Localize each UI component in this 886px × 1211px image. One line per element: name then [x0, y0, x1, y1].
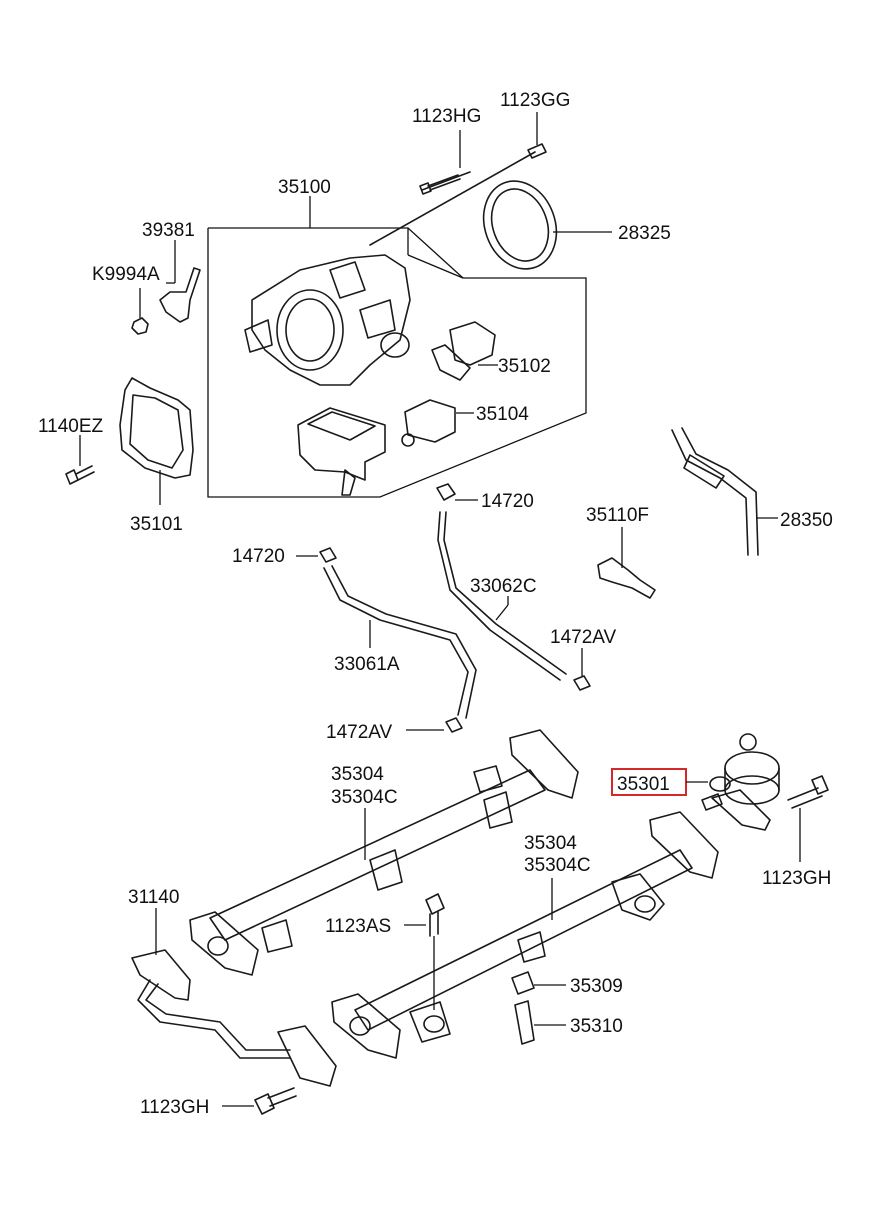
- clamp-14720-upper: [436, 483, 478, 501]
- seal-ring-28325: [482, 180, 612, 270]
- label-35304-upper: 35304: [331, 764, 384, 785]
- label-35310: 35310: [570, 1016, 623, 1037]
- clamp-14720-left: [296, 547, 337, 563]
- label-35309: 35309: [570, 976, 623, 997]
- bolt-1123HG: [419, 130, 471, 195]
- label-1123GG: 1123GG: [500, 90, 570, 111]
- clamp-1472AV-right: [573, 648, 591, 691]
- fuel-rail-upper-35304: [189, 729, 579, 976]
- label-35102: 35102: [498, 356, 551, 377]
- label-28350: 28350: [780, 510, 833, 531]
- clamp-1472AV-left: [406, 717, 463, 733]
- label-35100: 35100: [278, 177, 331, 198]
- idle-speed-actuator-35104: [297, 399, 474, 496]
- label-33062C: 33062C: [470, 576, 537, 597]
- label-39381: 39381: [142, 220, 195, 241]
- label-14720-upper: 14720: [481, 491, 534, 512]
- label-14720-left: 14720: [232, 546, 285, 567]
- bracket-39381: [159, 240, 201, 323]
- label-1123GH-bottom: 1123GH: [140, 1097, 209, 1118]
- clip-35110F: [597, 527, 656, 599]
- label-31140: 31140: [128, 887, 179, 908]
- gasket-35101: [119, 377, 194, 505]
- label-1140EZ: 1140EZ: [38, 416, 104, 437]
- label-35104: 35104: [476, 404, 529, 425]
- label-33061A: 33061A: [334, 654, 400, 675]
- throttle-body-35100: [244, 196, 411, 386]
- clip-35309: [511, 971, 566, 995]
- label-35110F: 35110F: [586, 505, 649, 526]
- label-35304-lower: 35304: [524, 833, 577, 854]
- injector-35310: [514, 1000, 566, 1045]
- label-35301: 35301: [617, 774, 670, 795]
- hose-33061A: [323, 565, 477, 719]
- hose-28350: [671, 427, 778, 556]
- label-35304C-upper: 35304C: [331, 787, 398, 808]
- fuel-rail-lower-35304: [331, 811, 719, 1059]
- label-1123AS: 1123AS: [325, 916, 391, 937]
- label-1472AV-left: 1472AV: [326, 722, 393, 743]
- label-28325: 28325: [618, 223, 671, 244]
- bolt-1123AS: [404, 893, 445, 1010]
- bolt-1140EZ: [65, 435, 95, 485]
- label-1472AV-right: 1472AV: [550, 627, 617, 648]
- label-35304C-lower: 35304C: [524, 855, 591, 876]
- label-K9994A: K9994A: [92, 264, 160, 285]
- fuel-pressure-regulator-35301: [701, 733, 780, 831]
- label-1123GH-right: 1123GH: [762, 868, 831, 889]
- hose-33062C: [437, 511, 567, 681]
- bolt-1123GH-bottom: [222, 1087, 297, 1115]
- throttle-position-sensor-35102: [431, 321, 498, 381]
- nut-K9994A: [131, 288, 149, 335]
- fuel-pipe-31140: [131, 908, 337, 1087]
- throttle-body-group-outline: [207, 227, 587, 498]
- label-1123HG: 1123HG: [412, 106, 481, 127]
- bolt-1123GH-right: [787, 775, 829, 862]
- bolt-1123GG: [369, 112, 547, 246]
- label-35101: 35101: [130, 514, 183, 535]
